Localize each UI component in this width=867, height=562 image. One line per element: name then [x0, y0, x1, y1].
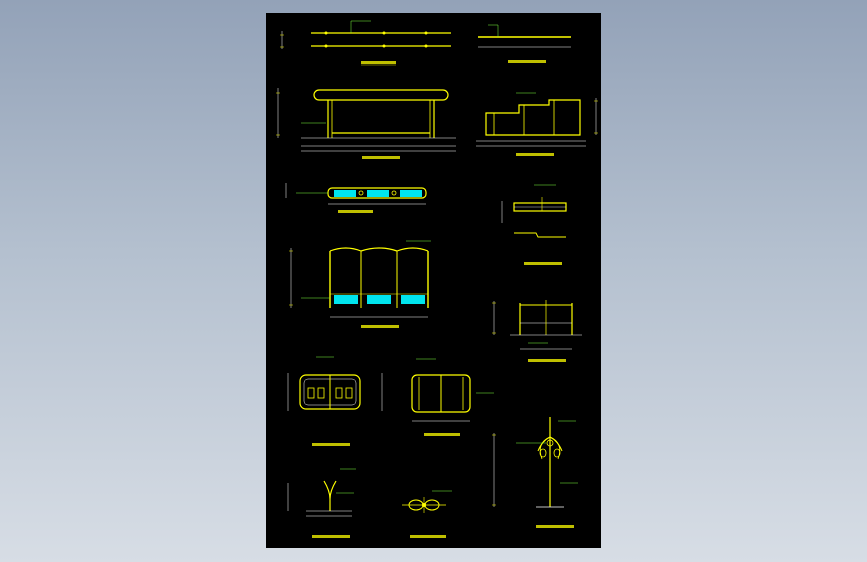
drawing-canvas: [276, 20, 598, 538]
view-fixture-plan: [402, 490, 452, 538]
view-bench-elevation: [277, 88, 456, 159]
view-plan-top-right: [478, 24, 571, 63]
view-railing-side: [493, 300, 582, 362]
view-bench-plan: [285, 183, 427, 213]
view-guard-elevation: [411, 358, 494, 436]
view-stepped-elevation: [476, 92, 597, 156]
view-small-section: [501, 184, 567, 265]
view-bench-front-elevation: [290, 240, 431, 328]
view-railing-plan-top: [281, 20, 451, 66]
view-y-post: [287, 468, 356, 538]
view-lamp-post: [493, 417, 578, 528]
view-guard-plan: [287, 356, 383, 446]
dimension-ticks: [276, 34, 598, 506]
drawing-sheet: [266, 13, 601, 548]
